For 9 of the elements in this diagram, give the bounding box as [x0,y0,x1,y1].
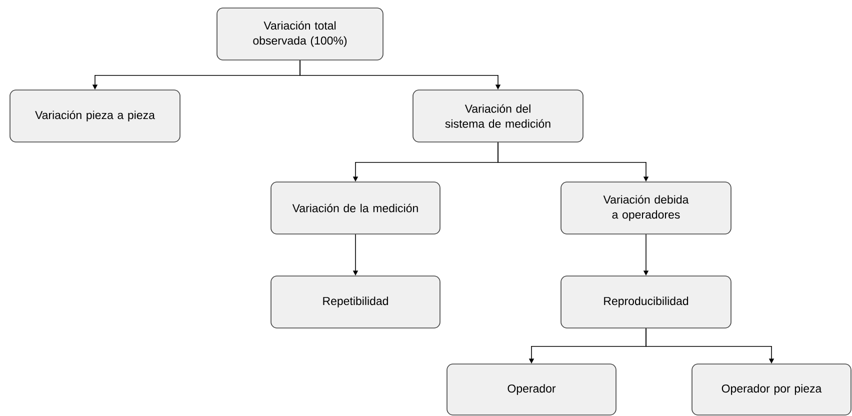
process-box: Variación pieza a pieza [10,90,180,142]
process-box: Operador [446,364,616,416]
process-box: Operador por pieza [692,364,852,416]
process-box: Variación debida a operadores [560,182,732,234]
process-box: Variación de la medición [270,182,440,234]
process-box: Variación del sistema de medición [412,90,584,142]
process-box: Repetibilidad [270,276,440,328]
process-box: Reproducibilidad [560,276,732,328]
process-box: Variación total observada (100%) [216,8,384,60]
